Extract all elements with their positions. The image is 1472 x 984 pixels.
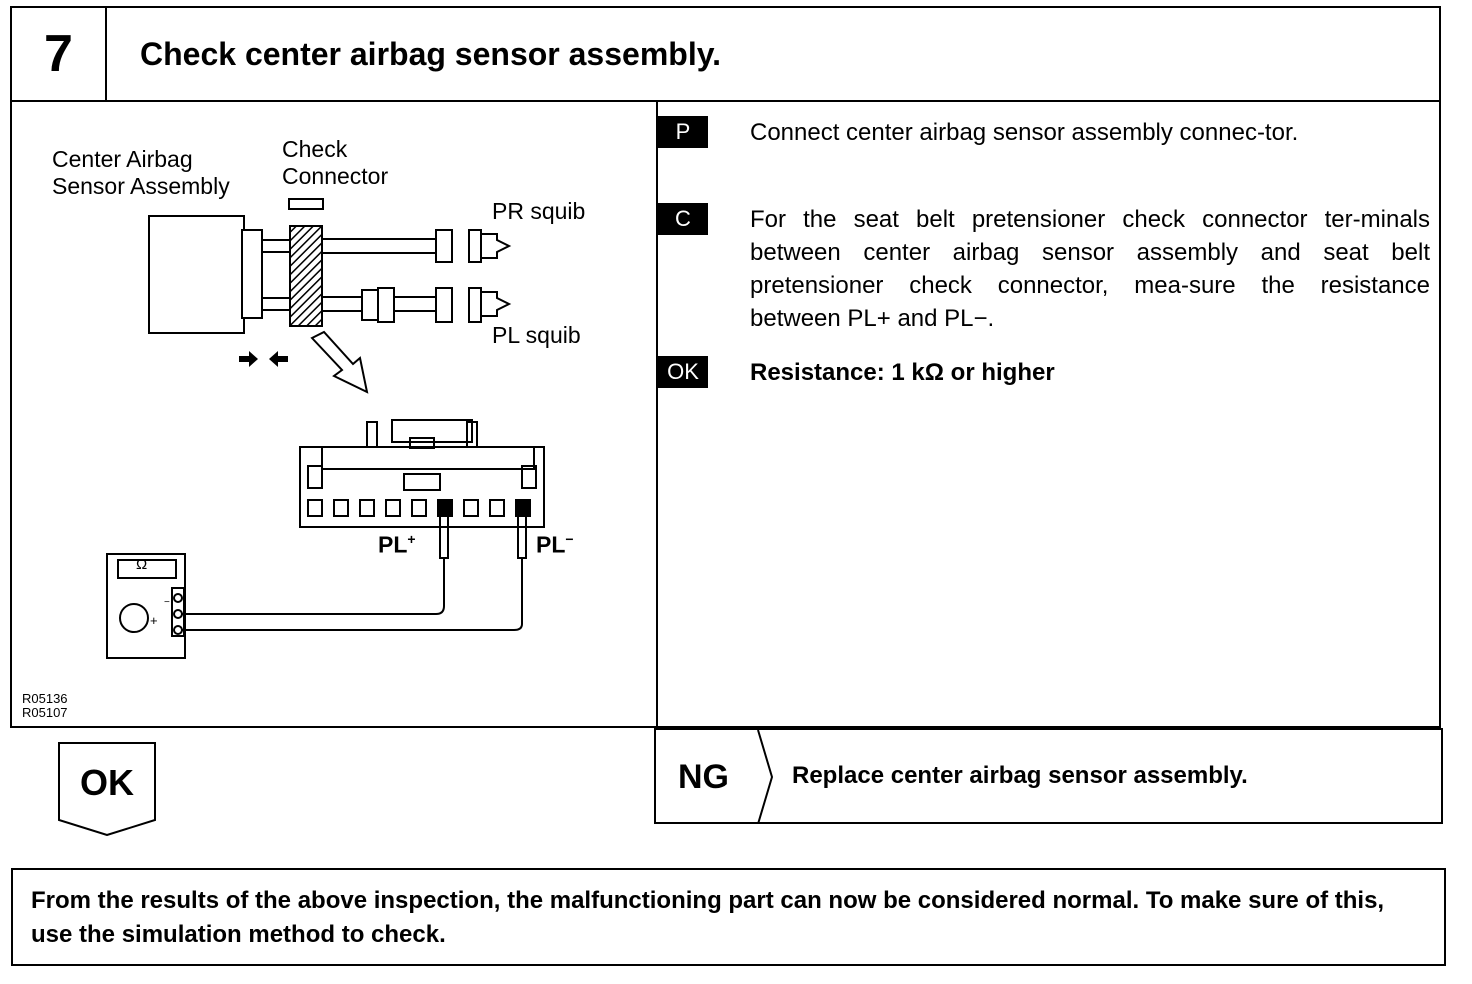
instruction-text: Connect center airbag sensor assembly co…: [750, 119, 1299, 146]
ok-result-tab: [58, 742, 156, 836]
meter-plus-mark: +: [150, 613, 158, 628]
meter-minus-mark: −: [164, 597, 170, 608]
ok-label: OK: [80, 762, 134, 803]
terminal-pl-plus: [437, 499, 453, 517]
label-pl-squib: PL squib: [492, 322, 581, 348]
label-pr-squib: PR squib: [492, 198, 586, 224]
badge-prepare: P: [658, 116, 708, 148]
lead-negative: [182, 558, 523, 631]
check-connector-marker: [288, 198, 324, 210]
ng-label: NG: [678, 758, 729, 796]
figure-code-2: R05107: [22, 705, 68, 720]
sensor-connector-shape: [241, 229, 263, 319]
check-connector-shape: [289, 225, 323, 327]
ng-result-box: NG Replace center airbag sensor assembly…: [654, 728, 1443, 824]
label-sensor-assembly: Center Airbag Sensor Assembly: [52, 146, 230, 199]
column-divider: [656, 102, 658, 726]
step-title: Check center airbag sensor assembly.: [140, 36, 722, 72]
label-pl-minus: PL−: [536, 531, 574, 558]
note-text: From the results of the above inspection…: [31, 887, 1385, 948]
header-divider: [105, 100, 1439, 102]
instruction-text: Resistance: 1 kΩ or higher: [750, 359, 1055, 386]
wiring-diagram: Center Airbag Sensor Assembly Check Conn…: [12, 102, 656, 726]
ng-arrow: [757, 730, 774, 824]
terminal-pl-minus: [515, 499, 531, 517]
step-number: 7: [12, 8, 107, 102]
diagram-drawing: [106, 198, 545, 659]
badge-check: C: [658, 203, 708, 235]
disconnect-arrows: [239, 351, 288, 367]
label-pl-plus: PL+: [378, 531, 416, 558]
lead-positive: [182, 558, 445, 615]
label-check-connector: Check Connector: [282, 136, 389, 189]
instruction-text: For the seat belt pretensioner check con…: [750, 206, 1430, 332]
step-box: 7 Check center airbag sensor assembly.: [10, 6, 1441, 728]
figure-code-1: R05136: [22, 691, 68, 706]
ng-action: Replace center airbag sensor assembly.: [792, 762, 1248, 789]
ohm-symbol: Ω: [136, 556, 148, 573]
badge-ok: OK: [658, 356, 708, 388]
note-box: From the results of the above inspection…: [11, 868, 1446, 966]
sensor-assembly-shape: [148, 215, 245, 334]
callout-arrow: [310, 330, 369, 394]
